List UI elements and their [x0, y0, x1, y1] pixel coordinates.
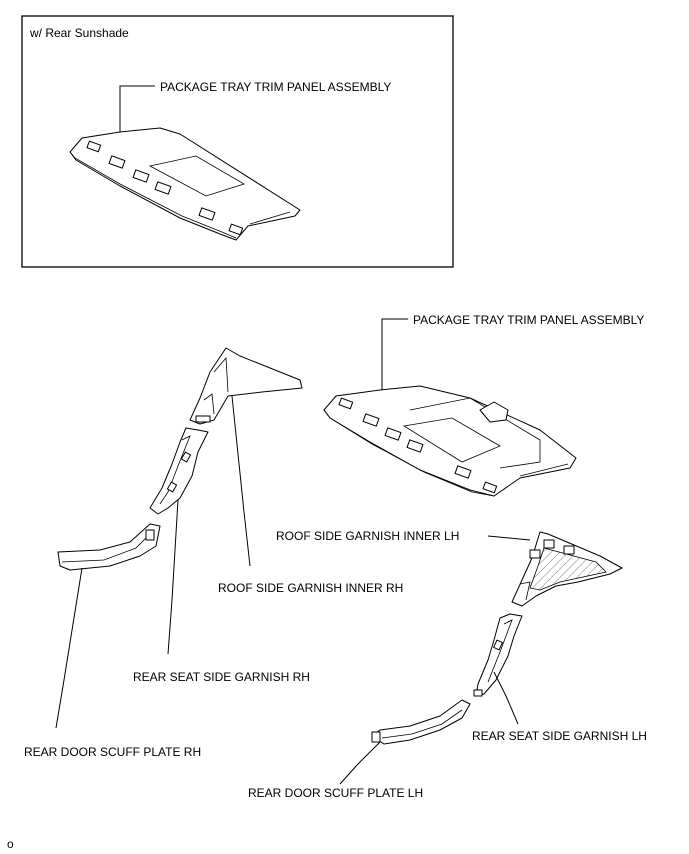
rear-door-scuff-plate-lh [371, 699, 471, 745]
seat-garnish-lh-label: REAR SEAT SIDE GARNISH LH [472, 729, 647, 743]
scuff-lh-label: REAR DOOR SCUFF PLATE LH [248, 786, 423, 800]
roof-side-garnish-inner-rh [189, 347, 303, 425]
package-tray-leader [381, 318, 408, 390]
scuff-rh-label: REAR DOOR SCUFF PLATE RH [24, 745, 201, 759]
roof-garnish-lh-label: ROOF SIDE GARNISH INNER LH [276, 529, 459, 543]
roof-side-garnish-inner-lh [511, 531, 623, 607]
rear-seat-side-garnish-rh [149, 427, 209, 515]
package-tray-trim-panel [323, 385, 577, 497]
seat-garnish-rh-leader [167, 499, 179, 655]
inset-leader-line [119, 85, 155, 132]
scuff-lh-leader [339, 741, 381, 785]
inset-box: w/ Rear Sunshade PACKAGE TRAY TRIM PANEL… [21, 15, 454, 268]
inset-package-tray [69, 127, 301, 241]
rear-seat-side-garnish-lh [473, 613, 523, 697]
package-tray-label: PACKAGE TRAY TRIM PANEL ASSEMBLY [413, 313, 644, 327]
seat-garnish-rh-label: REAR SEAT SIDE GARNISH RH [133, 670, 310, 684]
footer-mark: o [7, 837, 14, 851]
seat-garnish-lh-leader [493, 671, 519, 725]
inset-package-tray-label: PACKAGE TRAY TRIM PANEL ASSEMBLY [160, 80, 391, 94]
roof-garnish-rh-leader [231, 395, 251, 567]
rear-door-scuff-plate-rh [57, 523, 161, 571]
roof-garnish-rh-label: ROOF SIDE GARNISH INNER RH [218, 581, 403, 595]
scuff-rh-leader [55, 567, 83, 729]
roof-garnish-lh-leader [487, 535, 531, 541]
inset-condition-label: w/ Rear Sunshade [29, 26, 129, 40]
